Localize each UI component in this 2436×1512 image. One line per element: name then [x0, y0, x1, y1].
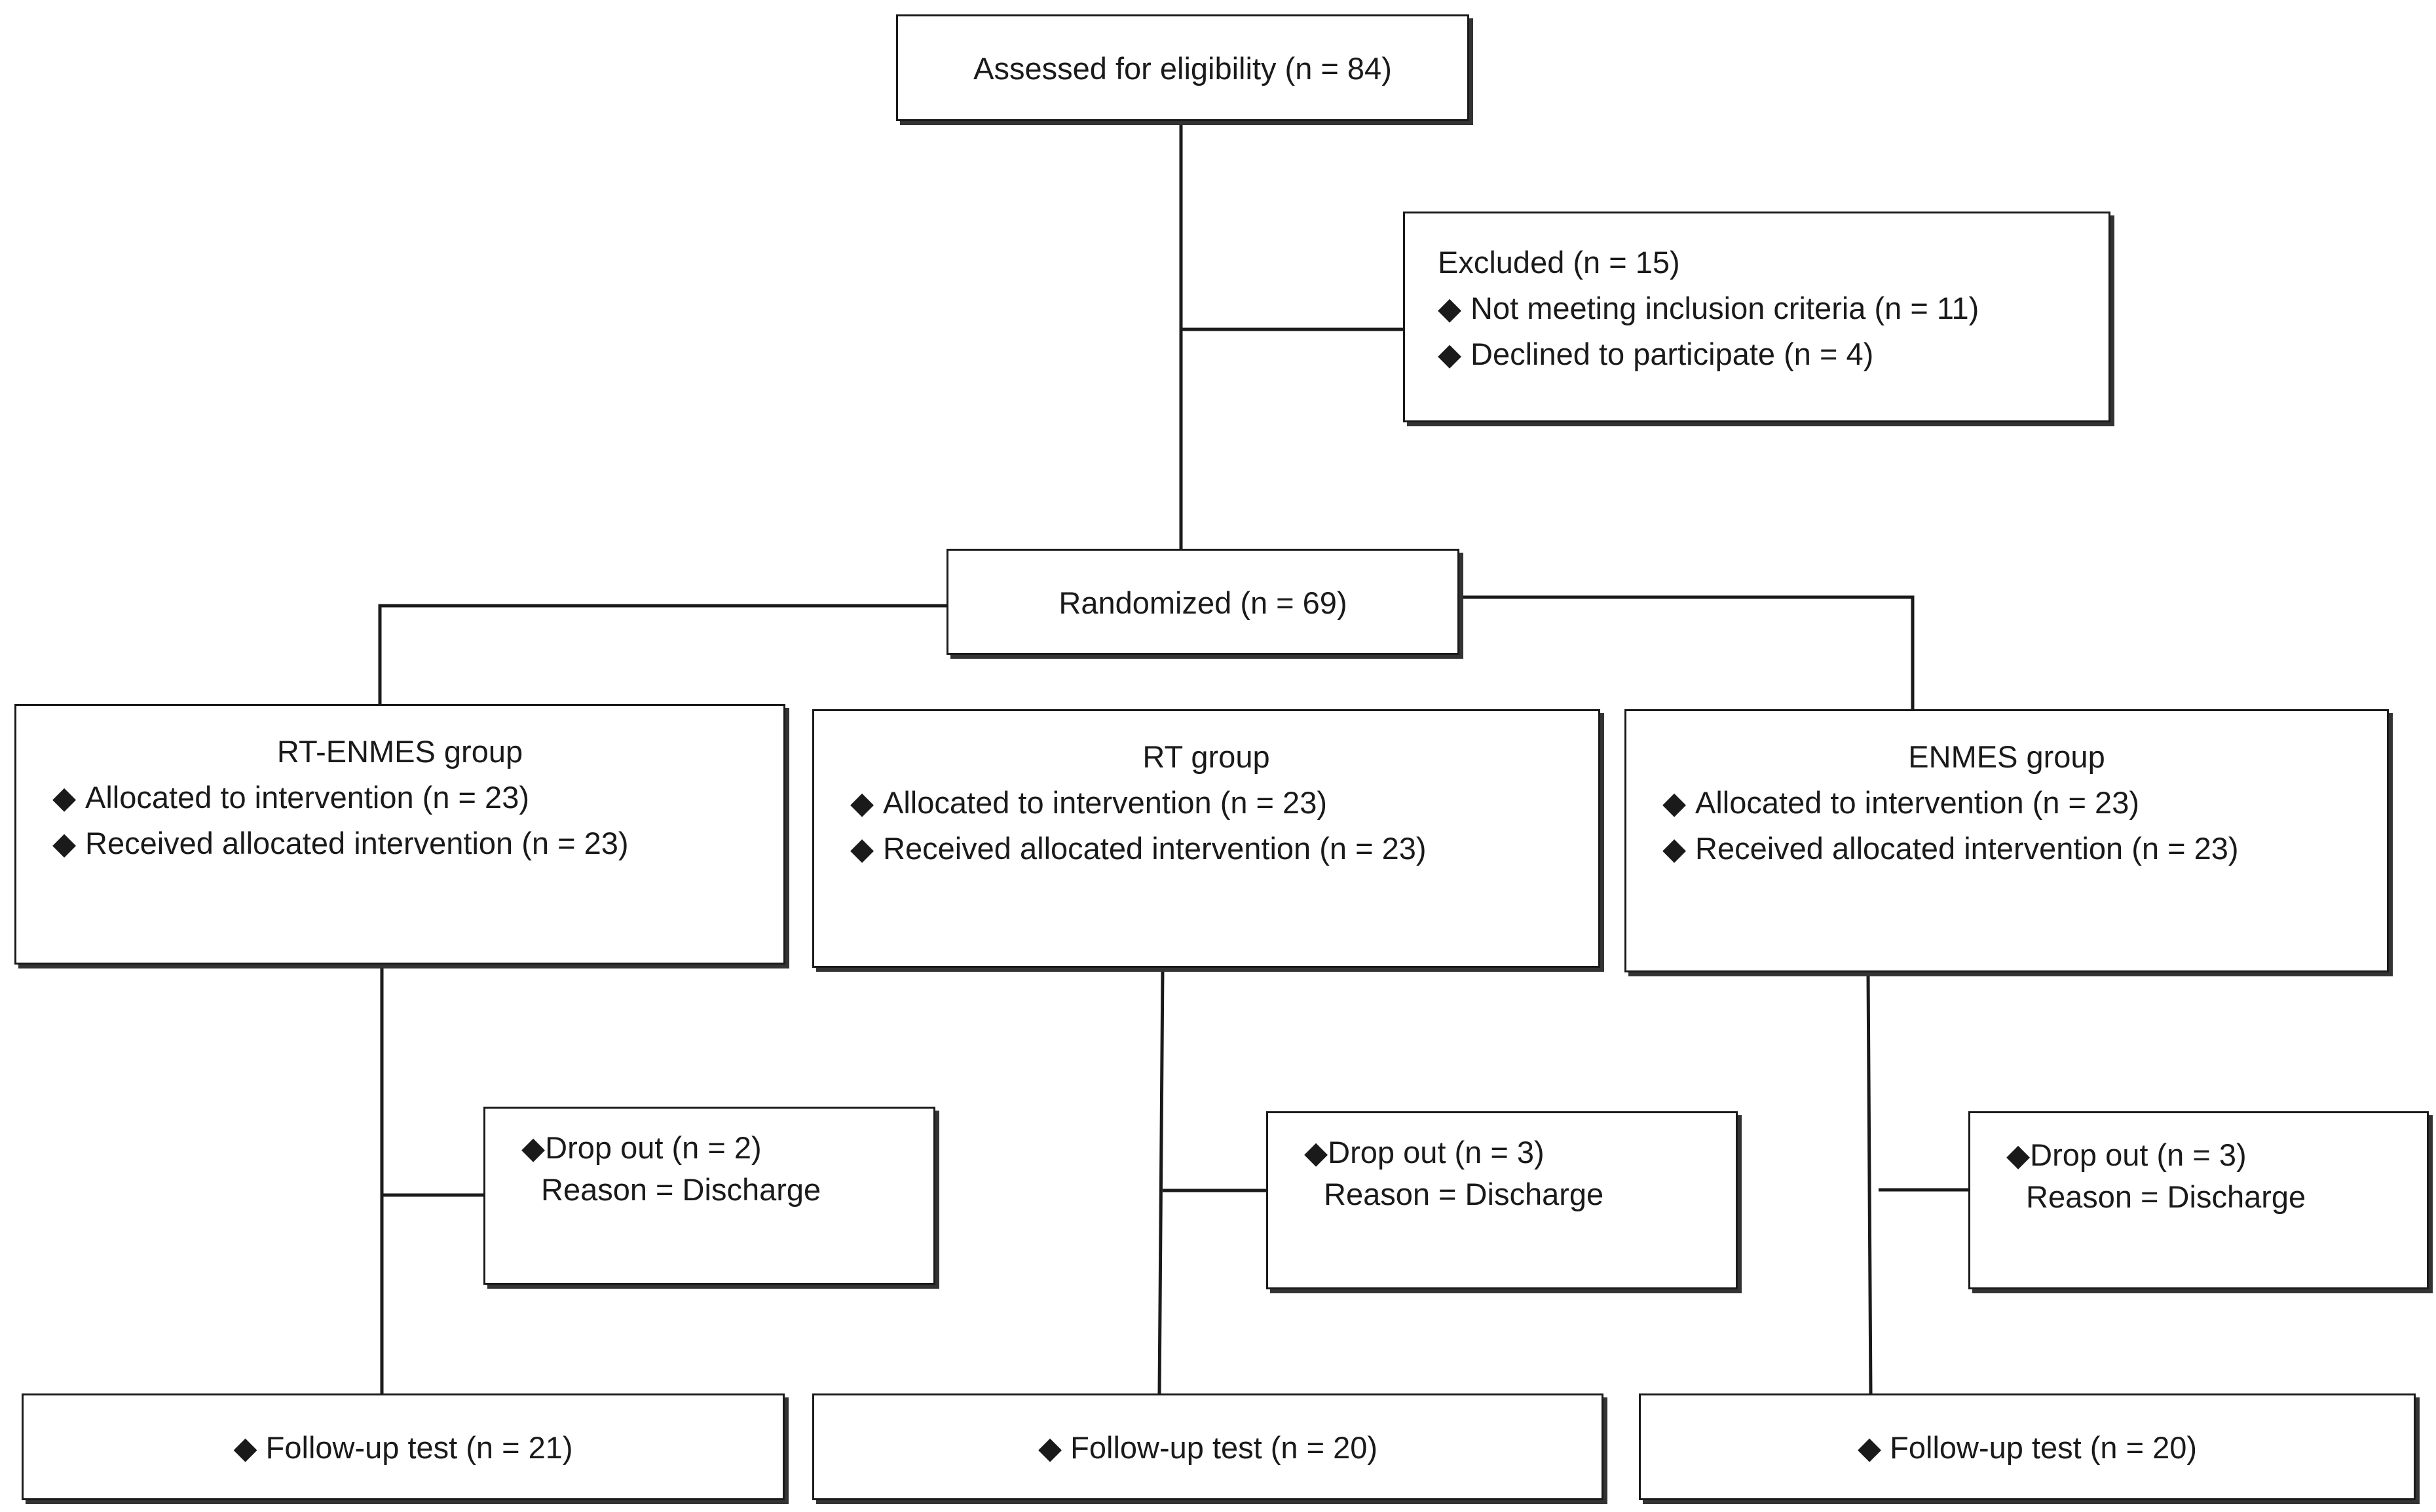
bullet-icon: ◆	[233, 1430, 257, 1465]
group-item: ◆Allocated to intervention (n = 23)	[1662, 780, 2387, 826]
group-item: ◆Received allocated intervention (n = 23…	[52, 821, 783, 866]
eligibility-label: Assessed for eligibility (n = 84)	[973, 51, 1392, 86]
followup-label: ◆ Follow-up test (n = 20)	[1038, 1430, 1378, 1465]
excluded-item: ◆Not meeting inclusion criteria (n = 11)	[1438, 286, 2108, 331]
group-item: ◆Allocated to intervention (n = 23)	[850, 780, 1598, 826]
bullet-icon: ◆	[1662, 831, 1687, 866]
connector-group3-followup	[1866, 972, 1873, 1394]
dropout-reason: Reason = Discharge	[1324, 1177, 1604, 1211]
followup-label: ◆ Follow-up test (n = 21)	[233, 1430, 573, 1465]
dropout-reason: Reason = Discharge	[541, 1172, 821, 1207]
connector-randomized-left	[378, 604, 946, 704]
group-box-rt: RT group ◆Allocated to intervention (n =…	[812, 709, 1600, 968]
group-title: RT group	[1142, 739, 1270, 774]
bullet-icon: ◆	[1662, 785, 1687, 820]
randomized-box: Randomized (n = 69)	[946, 549, 1459, 655]
bullet-icon: ◆	[1438, 337, 1462, 371]
dropout-count: ◆Drop out (n = 3)	[2006, 1137, 2247, 1172]
bullet-icon: ◆	[2006, 1137, 2031, 1172]
excluded-item: ◆Declined to participate (n = 4)	[1438, 331, 2108, 377]
bullet-icon: ◆	[850, 831, 874, 866]
group-item: ◆Received allocated intervention (n = 23…	[850, 826, 1598, 872]
bullet-icon: ◆	[1038, 1430, 1062, 1465]
connector-group2-followup	[1157, 967, 1165, 1394]
bullet-icon: ◆	[1438, 291, 1462, 325]
dropout-box-enmes: ◆Drop out (n = 3) Reason = Discharge	[1968, 1111, 2429, 1289]
randomized-label: Randomized (n = 69)	[1059, 585, 1347, 620]
excluded-title: Excluded (n = 15)	[1438, 245, 1680, 280]
followup-box-rt-enmes: ◆ Follow-up test (n = 21)	[22, 1393, 785, 1500]
bullet-icon: ◆	[850, 785, 874, 820]
bullet-icon: ◆	[521, 1130, 546, 1165]
dropout-box-rt-enmes: ◆Drop out (n = 2) Reason = Discharge	[483, 1107, 935, 1285]
connector-randomized-right	[1459, 595, 1915, 709]
bullet-icon: ◆	[52, 826, 77, 860]
dropout-reason: Reason = Discharge	[2026, 1179, 2306, 1214]
followup-box-enmes: ◆ Follow-up test (n = 20)	[1639, 1393, 2416, 1500]
eligibility-box: Assessed for eligibility (n = 84)	[896, 14, 1469, 121]
bullet-icon: ◆	[52, 780, 77, 815]
bullet-icon: ◆	[1857, 1430, 1882, 1465]
group-title: RT-ENMES group	[276, 734, 523, 769]
excluded-box: Excluded (n = 15) ◆Not meeting inclusion…	[1403, 212, 2110, 422]
group-box-rt-enmes: RT-ENMES group ◆Allocated to interventio…	[14, 704, 785, 965]
dropout-count: ◆Drop out (n = 3)	[1304, 1135, 1545, 1170]
dropout-box-rt: ◆Drop out (n = 3) Reason = Discharge	[1266, 1111, 1738, 1289]
group-item: ◆Allocated to intervention (n = 23)	[52, 775, 783, 821]
dropout-count: ◆Drop out (n = 2)	[521, 1130, 762, 1165]
bullet-icon: ◆	[1304, 1135, 1328, 1170]
group-item: ◆Received allocated intervention (n = 23…	[1662, 826, 2387, 872]
group-box-enmes: ENMES group ◆Allocated to intervention (…	[1624, 709, 2389, 972]
group-title: ENMES group	[1908, 739, 2105, 774]
followup-label: ◆ Follow-up test (n = 20)	[1857, 1430, 2198, 1465]
followup-box-rt: ◆ Follow-up test (n = 20)	[812, 1393, 1603, 1500]
